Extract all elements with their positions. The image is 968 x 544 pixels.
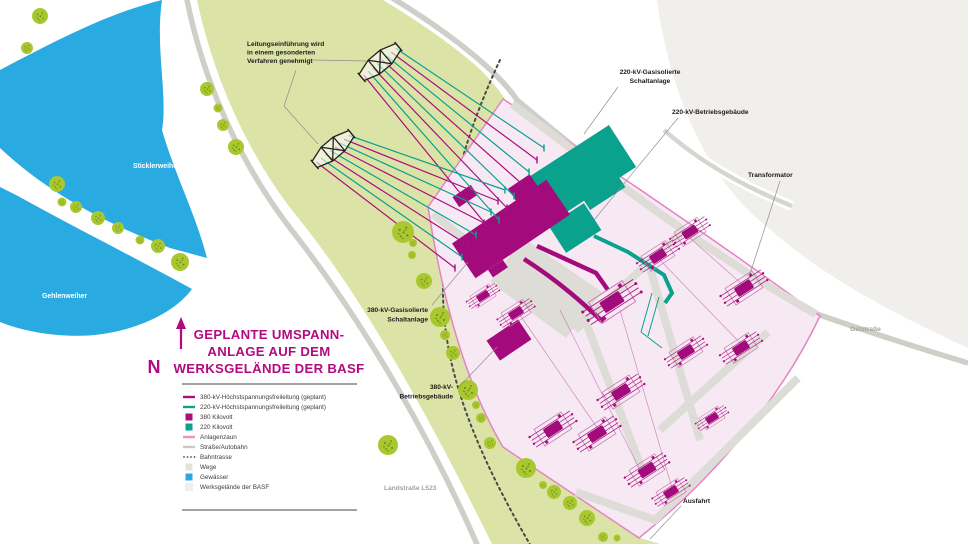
label-exit: Ausfahrt bbox=[683, 498, 711, 505]
legend-item-railway: Bahntrasse bbox=[183, 454, 232, 461]
legend-swatch-water bbox=[185, 473, 193, 481]
line-terminals bbox=[454, 144, 545, 272]
lakes-group bbox=[0, 0, 207, 336]
page-title-line3: WERKSGELÄNDE DER BASF bbox=[174, 361, 365, 376]
basf-works-area bbox=[648, 0, 968, 348]
lake-gehlenweiher bbox=[0, 187, 192, 336]
label-380kv-gis-line1: 380-kV-Gasisolierte bbox=[367, 307, 428, 314]
label-380kv-ops-line1: 380-kV- bbox=[430, 384, 453, 391]
substation-site bbox=[427, 97, 821, 539]
annotation-line3: Verfahren genehmigt bbox=[247, 58, 313, 65]
label-220kv-ops: 220-kV-Betriebsgebäude bbox=[672, 109, 749, 116]
legend-item-220kv-line: 220-kV-Höchstspannungsfreileitung (gepla… bbox=[183, 404, 326, 411]
label-gehlenweiher: Gehlenweiher bbox=[42, 293, 88, 300]
bay-connectors bbox=[519, 237, 745, 489]
annotation-line1: Leitungseinführung wird bbox=[247, 41, 324, 48]
label-landstrasse: Landstraße L523 bbox=[384, 485, 437, 492]
legend-swatch-220kv bbox=[185, 423, 193, 431]
label-transformer: Transformator bbox=[748, 172, 793, 179]
legend-label: Anlagenzaun bbox=[200, 434, 237, 441]
legend-swatch-railway bbox=[183, 456, 196, 458]
legend-item-380-kilovolt: 380 Kilovolt bbox=[185, 413, 233, 421]
page-title-line1: GEPLANTE UMSPANN- bbox=[194, 327, 345, 342]
busbar-220kv bbox=[593, 234, 675, 305]
lake-sticklerweiher bbox=[0, 0, 207, 258]
legend-label: Werksgelände der BASF bbox=[200, 484, 269, 491]
legend-label: Straße/Autobahn bbox=[200, 444, 248, 451]
legend-item-paths: Wege bbox=[185, 463, 217, 471]
legend-item-220-kilovolt: 220 Kilovolt bbox=[185, 423, 233, 431]
legend-label: 220-kV-Höchstspannungsfreileitung (gepla… bbox=[200, 404, 326, 411]
road-branch bbox=[662, 128, 793, 209]
label-sticklerweiher: Sticklerweiher bbox=[133, 163, 180, 170]
legend-item-basf-area: Werksgelände der BASF bbox=[185, 483, 269, 491]
legend-label: Bahntrasse bbox=[200, 454, 232, 461]
road-l523 bbox=[184, 0, 480, 544]
legend-swatch-paths bbox=[185, 463, 193, 471]
legend: 380-kV-Höchstspannungsfreileitung (gepla… bbox=[182, 383, 357, 511]
page-title-line2: ANLAGE AUF DEM bbox=[207, 344, 330, 359]
label-380kv-ops-line2: Betriebsgebäude bbox=[400, 394, 454, 401]
legend-label: 220 Kilovolt bbox=[200, 424, 233, 431]
annotation-line2: in einem gesonderten bbox=[247, 50, 315, 57]
legend-swatch-basf-area bbox=[185, 483, 193, 491]
label-380kv-gis-line2: Schaltanlage bbox=[387, 317, 428, 324]
site-paved-area bbox=[490, 238, 602, 338]
railway-bahntrasse bbox=[441, 59, 531, 544]
leader-lines bbox=[283, 59, 781, 540]
legend-swatch-380kv bbox=[185, 413, 193, 421]
green-area bbox=[197, 0, 660, 544]
building-380kv-gis bbox=[452, 174, 570, 279]
compass-north-letter: N bbox=[148, 357, 161, 377]
compass: N bbox=[148, 317, 186, 377]
building-220kv-ops bbox=[548, 203, 602, 253]
legend-label: Wege bbox=[200, 464, 217, 471]
label-220kv-gis-line1: 220-kV-Gasisolierte bbox=[620, 69, 681, 76]
legend-label: 380 Kilovolt bbox=[200, 414, 233, 421]
exit-path bbox=[657, 511, 697, 544]
label-220kv-gis-line2: Schaltanlage bbox=[630, 78, 671, 85]
legend-item-water: Gewässer bbox=[185, 473, 228, 481]
legend-label: Gewässer bbox=[200, 474, 228, 481]
legend-item-fence: Anlagenzaun bbox=[183, 434, 237, 441]
legend-item-380kv-line: 380-kV-Höchstspannungsfreileitung (gepla… bbox=[183, 394, 326, 401]
label-oststrasse: Oststraße bbox=[850, 326, 881, 333]
compass-arrow-head bbox=[176, 317, 186, 329]
legend-label: 380-kV-Höchstspannungsfreileitung (gepla… bbox=[200, 394, 326, 401]
building-380kv-ops bbox=[486, 319, 532, 361]
legend-item-road: Straße/Autobahn bbox=[183, 444, 248, 451]
buildings-group bbox=[452, 125, 637, 361]
title-block: GEPLANTE UMSPANN- ANLAGE AUF DEM WERKSGE… bbox=[174, 327, 365, 376]
overhead-lines bbox=[316, 47, 545, 272]
map-labels: Leitungseinführung wird in einem gesonde… bbox=[42, 41, 881, 505]
